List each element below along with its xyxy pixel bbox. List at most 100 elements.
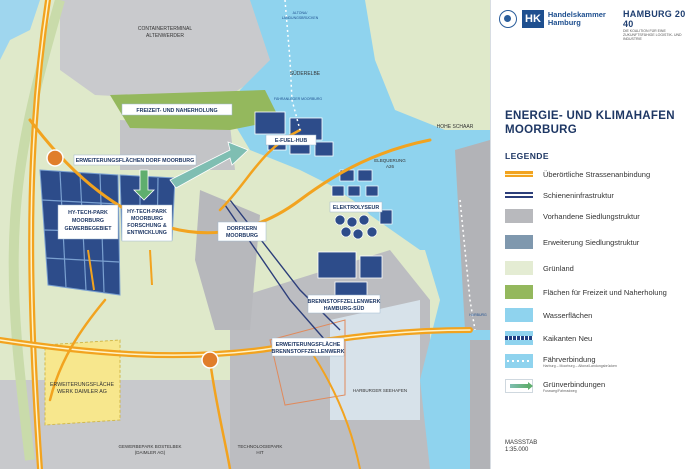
seal-icon [499,10,517,28]
roundabout-south [201,351,219,369]
fuelcell-extension-outline [269,319,346,406]
leisure-swatch [505,285,533,299]
label-harburger-seehafen: HARBURGER SEEHAFEN [353,388,407,393]
yellow-arrows [87,249,153,291]
label-erweiterung-dorf: ERWEITERUNGSFLÄCHEN DORF MOORBURG [76,157,195,164]
legend-item-gruenland: Grünland [505,259,695,277]
hk-name-line1: Handelskammer [547,9,606,19]
port-map: CONTAINERTERMINAL ALTENWERDER SÜDERELBE … [0,0,490,469]
road-network [0,0,473,469]
legend-item-settlement: Vorhandene Siedlungstruktur [505,207,695,225]
legend-label: Grünland [543,263,574,273]
quay-swatch [505,331,533,345]
elbe-crossing-water [320,140,490,250]
label-dorfkern-2: MOORBURG [226,233,258,239]
legend-greenway-sub: Fussweg/Fahrradweg [543,388,577,393]
label-bzw-1: BRENNSTOFFZELLENWERK [308,299,381,305]
scale-value: 1:35.000 [505,447,529,453]
legend-ferry-sub: Harburg – Moorburg – Altona/Landungsbrüc… [543,363,617,368]
label-hytech2-4: ENTWICKLUNG [127,230,167,236]
scale-label: MASSSTAB [505,440,538,446]
label-efuel: E-FUEL-HUB [275,138,308,144]
label-containerterminal-1: CONTAINERTERMINAL [138,26,192,32]
box-elektrolyseur [329,201,383,213]
logo2040-main: HAMBURG 20 40 [623,9,686,29]
label-hytech2-1: HY-TECH-PARK [127,209,167,215]
label-daimler-2: WERK DAIMLER AG [57,389,107,395]
label-freizeit: FREIZEIT- UND NAHERHOLUNG [136,108,217,114]
label-techpark-2: HIT [256,450,264,455]
box-freizeit [121,103,233,116]
box-hytech-1 [57,204,119,240]
box-fuelcell [307,294,381,314]
hk-badge: HK [522,10,544,28]
fuelcell-extension-area [330,300,420,420]
legend-label: Vorhandene Siedlungstruktur [543,211,640,221]
legend-item-water: Wasserflächen [505,306,695,324]
legend-label: Grünverbindungen Fussweg/Fahrradweg [543,380,605,393]
label-erw-bzw-1: ERWEITERUNGSFLÄCHE [276,341,341,348]
gruenland-swatch [505,261,533,275]
rail-swatch [505,188,533,202]
legend-item-leisure: Flächen für Freizeit und Naherholung [505,283,695,301]
elektrolyseur-blocks [331,169,393,240]
legend-label: Flächen für Freizeit und Naherholung [543,287,667,297]
label-bzw-2: HAMBURG-SÜD [324,305,365,312]
greenway-swatch [505,379,533,393]
logo2040-sub: DIE KOALITION FÜR EINE ZUKUNFTSFÄHIGE LO… [623,29,682,41]
scale: MASSSTAB 1:35.000 [505,440,537,454]
label-altona-2: LANDUNGSBRÜCKEN [282,16,319,20]
harburg-quay [470,340,490,469]
label-hytech1-2: MOORBURG [72,218,104,224]
hamburg-2040-logo: HAMBURG 20 40 DIE KOALITION FÜR EINE ZUK… [623,9,695,41]
label-suederelbe: SÜDERELBE [290,70,321,77]
title-line2: MOORBURG [505,123,578,136]
legend-label: Fährverbindung Harburg – Moorburg – Alto… [543,355,617,368]
suederelbe-water [232,0,490,469]
hk-name: Handelskammer Hamburg [547,9,606,28]
ferry-swatch [505,354,533,368]
hk-name-line2: Hamburg [547,18,581,27]
label-erw-bzw-2: BRENNSTOFFZELLENWERK [272,349,345,355]
legend-ferry-label: Fährverbindung [543,354,596,364]
page-title: ENERGIE- UND KLIMAHAFEN MOORBURG [505,110,695,137]
label-techpark-1: TECHNOLOGIEPARK [238,444,283,449]
label-hytech1-3: GEWERBEGEBIET [64,226,112,232]
ferry-route-harburg [459,199,476,331]
legend-item-quay: Kaikanten Neu [505,329,695,347]
legend-item-greenway: Grünverbindungen Fussweg/Fahrradweg [505,377,695,395]
label-elektrolyseur: ELEKTROLYSEUR [333,205,379,211]
label-hytech2-2: MOORBURG [131,216,163,222]
handelskammer-logo: HK Handelskammer Hamburg [499,8,609,30]
label-altona-1: ALTONA/ [293,11,308,15]
label-faehranleger: FÄHRANLEGER MOORBURG [274,97,323,101]
box-hytech-2 [121,204,173,242]
green-connections [133,141,249,201]
fuelcell-blocks [317,251,383,299]
legend-label: Überörtliche Strassenanbindung [543,169,651,179]
settlement-swatch [505,209,533,223]
legend-panel: HK Handelskammer Hamburg HAMBURG 20 40 D… [490,0,700,469]
label-harburg: HARBURG [469,313,487,317]
label-bostelbek-1: GEWERBEPARK BOSTELBEK [119,444,182,449]
legend-label: Wasserflächen [543,310,593,320]
label-elbquerung-2: A26 [386,164,395,169]
label-hytech1-1: HY-TECH-PARK [68,210,108,216]
ferry-route [284,0,301,131]
box-fuelcell-extension [271,337,345,357]
legend-item-ferry: Fährverbindung Harburg – Moorburg – Alto… [505,352,695,370]
legend-label: Erweiterung Siedlungstruktur [543,237,640,247]
road-swatch [505,167,533,181]
label-hytech2-3: FORSCHUNG & [127,223,167,229]
legend-label: Kaikanten Neu [543,333,593,343]
legend-title: LEGENDE [505,151,549,161]
legend-item-extension: Erweiterung Siedlungstruktur [505,233,695,251]
roundabout-north [46,149,64,167]
hohe-schaar-quay [455,140,490,330]
label-dorfkern-1: DORFKERN [227,226,257,232]
altenwerder-area [60,0,270,98]
title-line1: ENERGIE- UND KLIMAHAFEN [505,110,675,122]
legend-item-rail: Schieneninfrastruktur [505,186,695,204]
label-hohe-schaar: HOHE SCHAAR [437,124,474,130]
box-dorfkern [217,221,267,242]
